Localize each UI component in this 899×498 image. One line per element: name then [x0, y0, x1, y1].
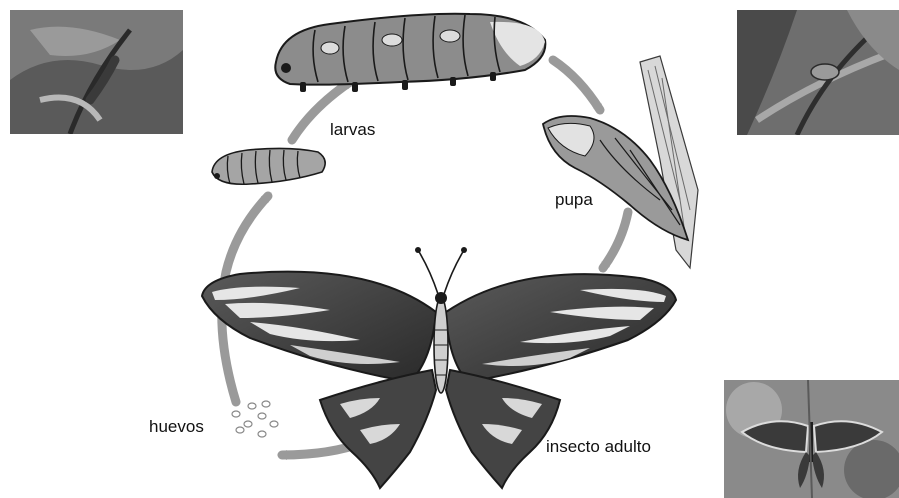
arrow-pupa-to-adult [603, 212, 628, 268]
label-huevos: huevos [149, 417, 204, 437]
photo-caterpillar [10, 10, 183, 134]
label-larvas: larvas [330, 120, 375, 140]
label-insecto-adulto: insecto adulto [546, 437, 651, 457]
arrow-larva-to-pupa [553, 60, 600, 110]
large-larva-illustration [275, 14, 545, 92]
photo-butterfly [724, 380, 899, 498]
label-pupa: pupa [555, 190, 593, 210]
caterpillar-photo-icon [10, 10, 183, 134]
small-larva-illustration [212, 148, 325, 184]
pupa-photo-icon [737, 10, 899, 135]
eggs-illustration [232, 401, 278, 437]
butterfly-photo-icon [724, 380, 899, 498]
photo-pupa [737, 10, 899, 135]
